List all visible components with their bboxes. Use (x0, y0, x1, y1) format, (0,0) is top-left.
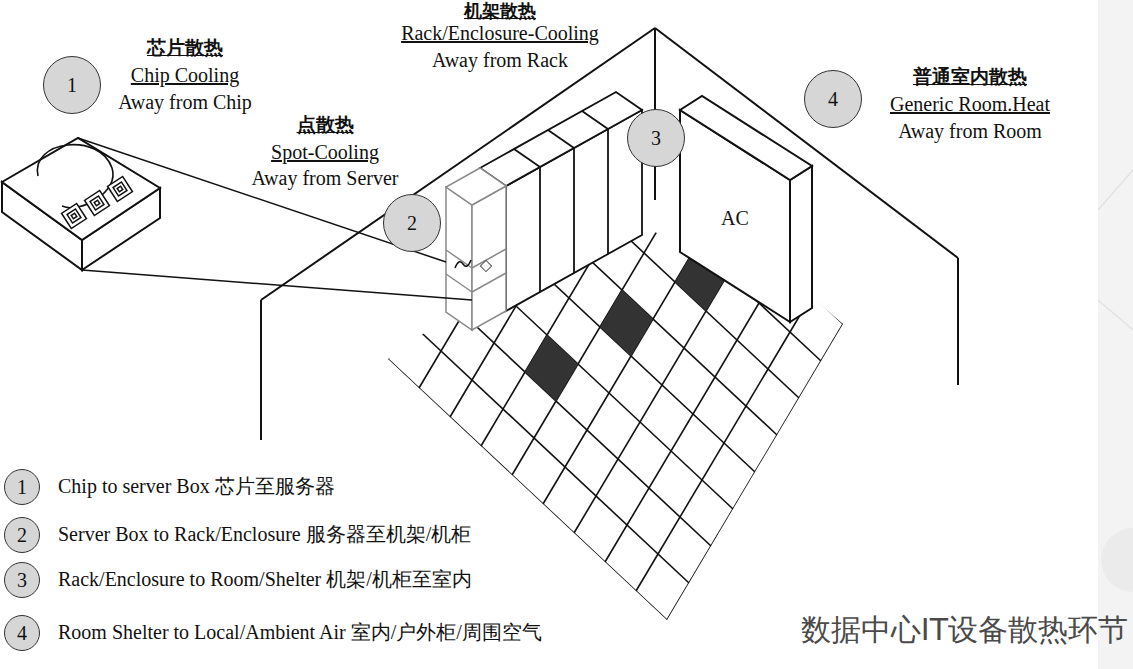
callout-number: 4 (4, 615, 40, 651)
chip-symbol (62, 177, 133, 229)
heading-en: Rack/Enclosure-Cooling (401, 22, 599, 44)
callout-number: 2 (383, 194, 441, 252)
grid-line (667, 324, 843, 620)
node-text: AC (721, 207, 749, 229)
legend-description: Room Shelter to Local/Ambient Air 室内/户外柜… (58, 621, 542, 643)
panel-decor (1098, 300, 1133, 330)
node-text: 1 (67, 74, 77, 96)
heading-zh: 芯片散热 (147, 37, 223, 59)
grid-line (574, 237, 750, 533)
ac-label-box: AC (707, 203, 763, 233)
heading-zh: 点散热 (297, 114, 354, 136)
callout-number: 1 (43, 56, 101, 114)
callout-number: 2 (4, 517, 40, 553)
node-text: 4 (828, 88, 838, 110)
figure-caption: 数据中心IT设备散热环节 (801, 612, 1128, 648)
perforated-tile (525, 335, 578, 401)
server-rack (446, 168, 506, 330)
subheading: Away from Room (898, 120, 1042, 142)
node-text: 2 (407, 212, 417, 234)
node-text: 3 (17, 569, 27, 591)
heading-en: Spot-Cooling (271, 141, 379, 163)
zoom-leader (78, 138, 472, 300)
callout-number: 3 (4, 562, 40, 598)
callout-number: 1 (4, 469, 40, 505)
legend-description: Server Box to Rack/Enclosure 服务器至机架/机柜 (58, 523, 471, 545)
heading-en: Chip Cooling (131, 64, 239, 86)
heading-zh: 机架散热 (464, 0, 536, 22)
room-walls (261, 28, 958, 440)
subheading: Away from Server (251, 167, 398, 189)
heading-en: Generic Room.Heat (890, 93, 1050, 115)
perforated-tile (600, 290, 653, 356)
panel-decor (1098, 170, 1133, 210)
ac-unit (680, 96, 812, 322)
node-text: 4 (17, 622, 27, 644)
subheading: Away from Rack (432, 49, 568, 71)
node-text: 3 (651, 127, 661, 149)
subheading: Away from Chip (118, 91, 252, 113)
grid-line (636, 295, 812, 591)
callout-number: 4 (804, 70, 862, 128)
heading-zh: 普通室内散热 (913, 66, 1027, 88)
node-text: 2 (17, 524, 27, 546)
legend-description: Rack/Enclosure to Room/Shelter 机架/机柜至室内 (58, 568, 472, 590)
panel-decor (1101, 528, 1133, 592)
callout-number: 3 (627, 109, 685, 167)
legend-description: Chip to server Box 芯片至服务器 (58, 475, 335, 497)
server-chip (455, 260, 492, 272)
node-text: 1 (17, 476, 27, 498)
